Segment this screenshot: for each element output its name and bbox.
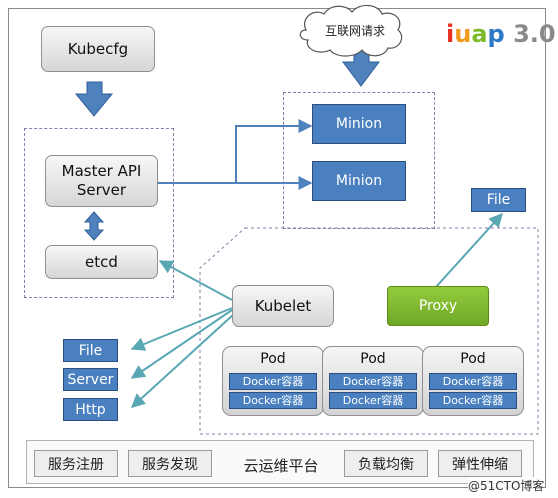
etcd-node: etcd: [45, 245, 158, 279]
logo-letter: u: [454, 20, 472, 48]
master-etcd-double-arrow: [83, 211, 105, 241]
pod-2: Pod Docker容器 Docker容器: [322, 346, 424, 416]
kubecfg-node: Kubecfg: [41, 26, 155, 72]
logo-letter: a: [471, 20, 488, 48]
proxy-label: Proxy: [418, 298, 458, 314]
logo-letter: i: [446, 20, 455, 48]
kubecfg-down-arrow: [74, 81, 114, 117]
outer-frame: [8, 8, 546, 488]
kubelet-to-file-line: [130, 307, 233, 351]
logo-letter: 0: [538, 20, 556, 48]
service-discovery: 服务发现: [128, 450, 212, 477]
master-api-label-line1: Master API: [61, 162, 142, 180]
pod-3-container-1: Docker容器: [429, 373, 517, 390]
kubecfg-label: Kubecfg: [67, 39, 129, 58]
master-group: [24, 128, 174, 298]
http-label: Http: [75, 401, 106, 418]
kubelet-label: Kubelet: [254, 296, 312, 315]
server-label: Server: [67, 371, 114, 388]
file-top-label: File: [486, 192, 511, 208]
pod-2-container-2: Docker容器: [329, 392, 417, 409]
logo-letter: p: [487, 20, 505, 48]
minion-node-2: Minion: [312, 161, 406, 201]
kubelet-to-etcd-line: [158, 260, 233, 301]
file-node-left: File: [63, 339, 118, 362]
pod-1: Pod Docker容器 Docker容器: [222, 346, 324, 416]
pod-2-title: Pod: [360, 351, 386, 367]
watermark: @51CTO博客: [468, 477, 545, 494]
master-api-server-node: Master API Server: [45, 155, 158, 207]
minion-node-1: Minion: [312, 104, 406, 144]
cloud-label: 互联网请求: [324, 24, 385, 38]
logo-text: iuap 3.0: [446, 20, 556, 48]
pod-3-container-2: Docker容器: [429, 392, 517, 409]
minion-1-label: Minion: [335, 116, 383, 132]
master-api-label-line2: Server: [76, 181, 127, 199]
pod-1-title: Pod: [260, 351, 286, 367]
cloud-shape: [299, 4, 403, 57]
http-node: Http: [63, 398, 118, 421]
pod-2-container-1: Docker容器: [329, 373, 417, 390]
service-registration: 服务注册: [34, 450, 118, 477]
platform-center-label: 云运维平台: [243, 457, 319, 475]
node-group-border: [199, 227, 539, 435]
logo-letter: 3: [513, 20, 530, 48]
pod-1-container-1: Docker容器: [229, 373, 317, 390]
minion-2-label: Minion: [335, 173, 383, 189]
kubelet-to-server-line: [130, 309, 233, 379]
pod-1-container-2: Docker容器: [229, 392, 317, 409]
elastic-scaling: 弹性伸缩: [438, 450, 522, 477]
file-node-top: File: [471, 188, 526, 212]
load-balancing: 负载均衡: [344, 450, 428, 477]
etcd-label: etcd: [85, 252, 118, 271]
proxy-to-file-line: [435, 212, 503, 288]
pod-3-title: Pod: [460, 351, 486, 367]
kubelet-node: Kubelet: [232, 285, 334, 327]
logo-letter: .: [529, 20, 539, 48]
iuap-logo: iuap 3.0: [446, 20, 556, 48]
proxy-node: Proxy: [387, 286, 489, 326]
server-node: Server: [63, 368, 118, 391]
master-to-minion-1-line: [158, 119, 313, 184]
pod-3: Pod Docker容器 Docker容器: [422, 346, 524, 416]
logo-letter: [505, 20, 513, 48]
file-left-label: File: [78, 342, 103, 359]
kubelet-to-http-line: [130, 313, 235, 408]
